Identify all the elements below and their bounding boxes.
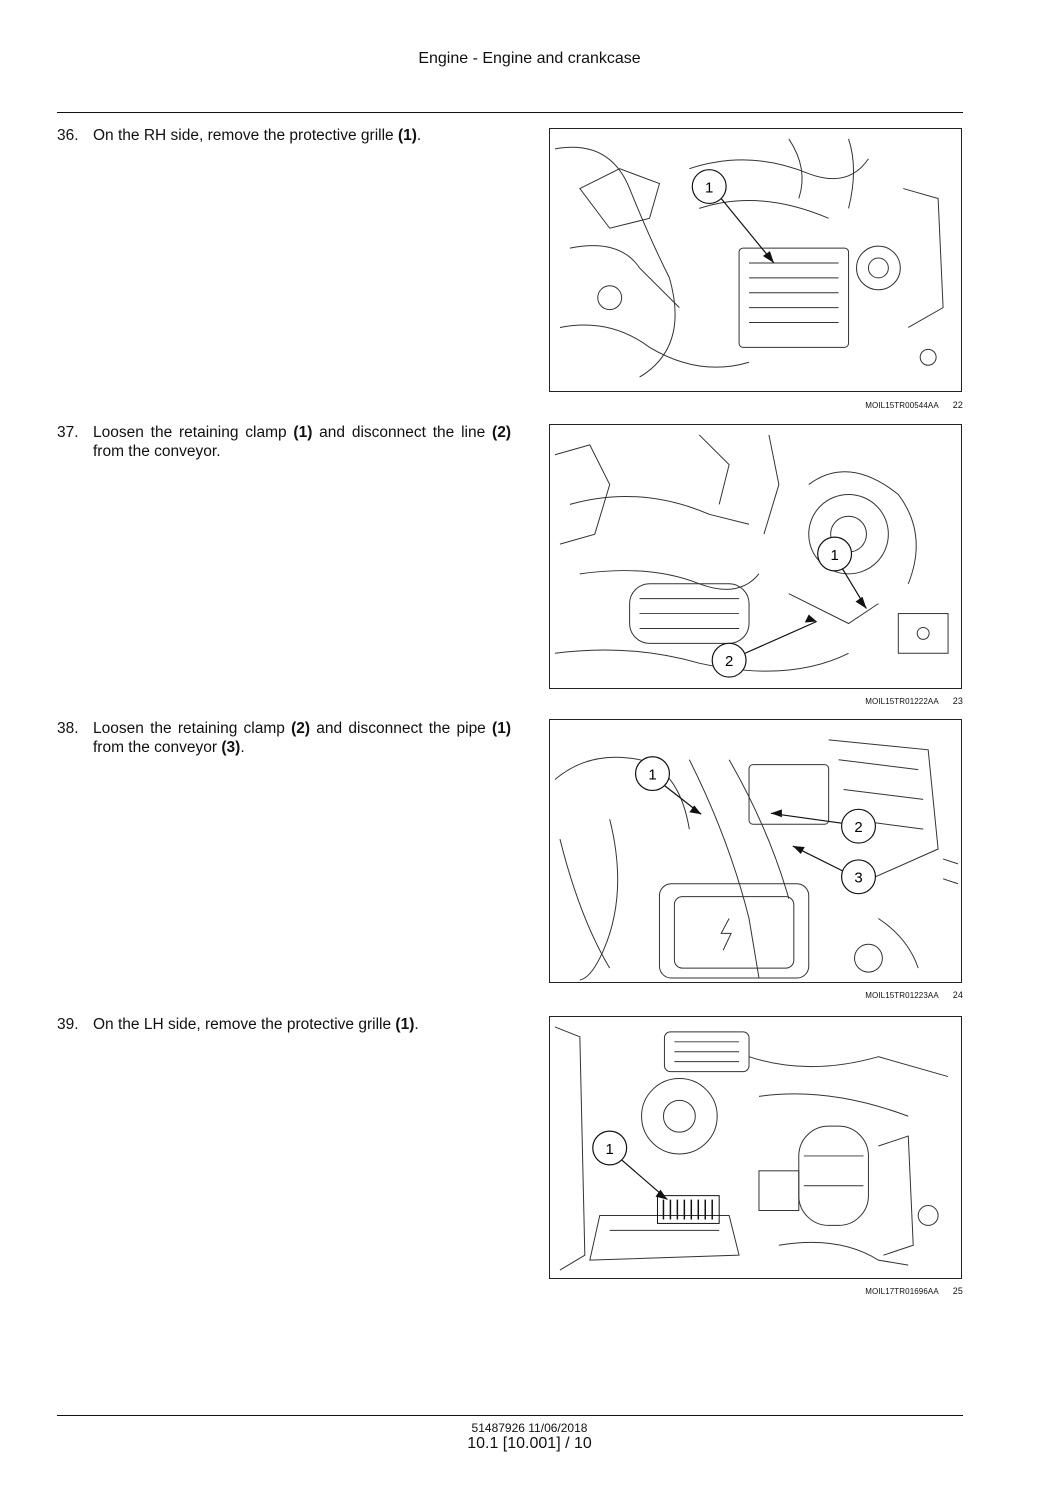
figure-number: 23 [952, 696, 963, 706]
figure-22-illustration: 1 [549, 128, 962, 392]
step-text: On the RH side, remove the protective gr… [93, 127, 422, 144]
figure-caption: MOIL15TR01222AA 23 [865, 696, 963, 706]
figure-number: 22 [952, 400, 963, 410]
footer-divider [57, 1415, 963, 1416]
figure-caption: MOIL15TR00544AA 22 [865, 400, 963, 410]
figure-code: MOIL15TR01222AA [865, 697, 939, 706]
step-text: Loosen the retaining clamp (2) and disco… [93, 720, 511, 756]
step-number: 38. [57, 720, 79, 737]
header-divider [57, 112, 963, 113]
figure-code: MOIL15TR00544AA [865, 401, 939, 410]
step-number: 39. [57, 1016, 79, 1033]
step-text: On the LH side, remove the protective gr… [93, 1016, 419, 1033]
figure-code: MOIL17TR01696AA [865, 1287, 939, 1296]
callout-label: 1 [830, 548, 838, 564]
figure-25-illustration: 1 [549, 1016, 962, 1279]
figure-24-illustration: 1 2 3 [549, 719, 962, 983]
figure-number: 25 [952, 1286, 963, 1296]
figure-caption: MOIL17TR01696AA 25 [865, 1286, 963, 1296]
callout-label: 1 [705, 181, 713, 197]
step-text: Loosen the retaining clamp (1) and disco… [93, 424, 511, 460]
page-header-title: Engine - Engine and crankcase [418, 50, 641, 67]
document-number: 51487926 11/06/2018 [471, 1421, 588, 1435]
figure-number: 24 [952, 990, 963, 1000]
step-38: 38. Loosen the retaining clamp (2) and d… [57, 719, 511, 757]
step-number: 37. [57, 424, 79, 441]
page-number: 10.1 [10.001] / 10 [467, 1435, 592, 1452]
step-37: 37. Loosen the retaining clamp (1) and d… [57, 423, 511, 461]
step-39: 39. On the LH side, remove the protectiv… [57, 1015, 511, 1034]
callout-label: 2 [854, 820, 862, 836]
figure-code: MOIL15TR01223AA [865, 991, 939, 1000]
callout-label: 1 [606, 1142, 614, 1158]
figure-caption: MOIL15TR01223AA 24 [865, 990, 963, 1000]
callout-label: 3 [854, 871, 862, 887]
callout-label: 2 [725, 654, 733, 670]
step-36: 36. On the RH side, remove the protectiv… [57, 126, 511, 145]
step-number: 36. [57, 127, 79, 144]
callout-label: 1 [648, 768, 656, 784]
figure-23-illustration: 1 2 [549, 424, 962, 689]
